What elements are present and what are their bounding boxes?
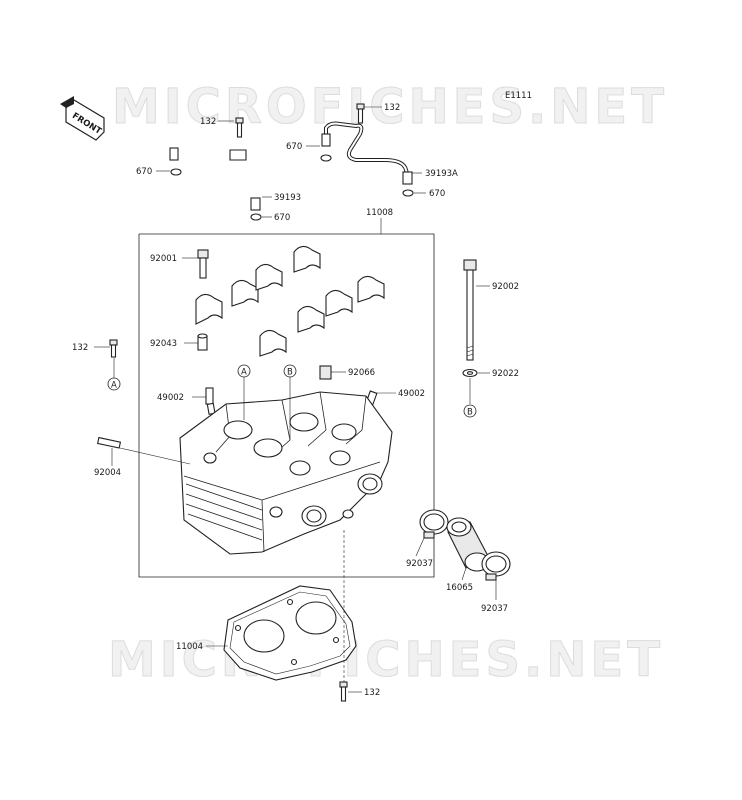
callout-670: 670: [274, 213, 290, 223]
callout-11004: 11004: [176, 642, 203, 652]
callout-670: 670: [286, 142, 302, 152]
callout-132: 132: [72, 343, 88, 353]
reference-mark-a-top: A: [237, 364, 251, 378]
oil-pipe-39193A: [321, 121, 413, 185]
camshaft-caps: [195, 245, 385, 357]
o-ring-670-d: [402, 189, 414, 197]
holder-16065: [446, 517, 490, 572]
callout-39193A: 39193A: [425, 169, 458, 179]
figure-code: E1111: [505, 91, 532, 101]
callout-132: 132: [364, 688, 380, 698]
reference-mark-label: A: [111, 381, 117, 391]
reference-mark-label: B: [287, 368, 293, 378]
assembly-frame: [138, 233, 435, 578]
o-ring-670-a: [170, 168, 182, 176]
clamp-92037-a: [419, 509, 449, 539]
callout-92022: 92022: [492, 369, 519, 379]
watermark-bottom: MICROFICHES.NET: [108, 632, 664, 688]
stud-92004: [96, 436, 122, 449]
front-arrow-icon: FRONT: [60, 96, 105, 141]
stud-92001: [197, 249, 209, 279]
reference-mark-label: A: [241, 368, 247, 378]
callout-92037: 92037: [406, 559, 433, 569]
reference-mark-label: B: [467, 408, 473, 418]
o-ring-670-c: [250, 213, 262, 221]
callout-92001: 92001: [150, 254, 177, 264]
callout-670: 670: [429, 189, 445, 199]
callout-670: 670: [136, 167, 152, 177]
reference-mark-b-top: B: [283, 364, 297, 378]
callout-92037: 92037: [481, 604, 508, 614]
o-ring-670-b: [320, 154, 332, 162]
callout-49002: 49002: [398, 389, 425, 399]
reference-mark-a-left: A: [107, 377, 121, 391]
cap-92066: [319, 365, 332, 380]
callout-49002: 49002: [157, 393, 184, 403]
bolt-132-left: [109, 339, 118, 358]
watermark-top: MICROFICHES.NET: [112, 79, 668, 135]
washer-92022: [462, 368, 478, 378]
reference-mark-b-right: B: [463, 404, 477, 418]
oil-pipe-39193: [169, 147, 261, 211]
bolt-132-bottom: [339, 681, 348, 702]
bolt-132-top-right: [356, 103, 365, 124]
callout-92002: 92002: [492, 282, 519, 292]
callout-132: 132: [384, 103, 400, 113]
callout-92043: 92043: [150, 339, 177, 349]
gasket-11004: [223, 585, 357, 681]
clamp-92037-b: [481, 551, 511, 581]
cylinder-head: [179, 391, 393, 555]
plug-49002-left: [205, 387, 216, 415]
callout-132: 132: [200, 117, 216, 127]
callout-16065: 16065: [446, 583, 473, 593]
callout-11008: 11008: [366, 208, 393, 218]
callout-92004: 92004: [94, 468, 121, 478]
callout-92066: 92066: [348, 368, 375, 378]
bolt-132-top-left: [235, 117, 244, 138]
callout-39193: 39193: [274, 193, 301, 203]
dowel-92043: [197, 333, 208, 351]
stud-92002: [463, 259, 477, 361]
leader-lines: [94, 106, 497, 693]
